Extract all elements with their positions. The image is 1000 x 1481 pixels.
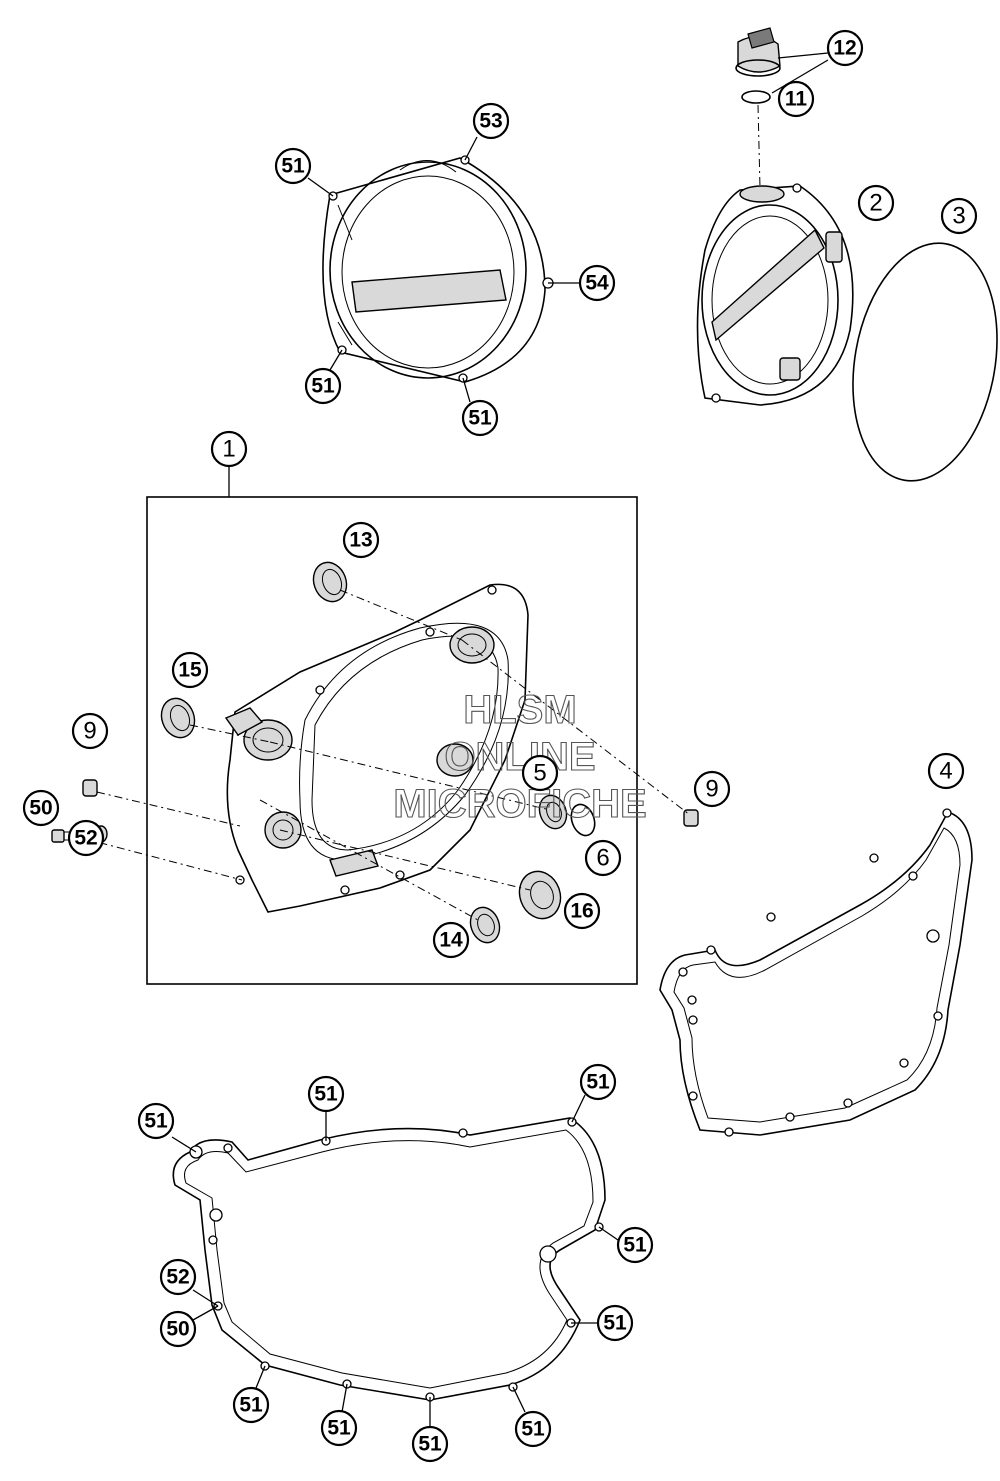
svg-text:51: 51 (468, 407, 492, 430)
svg-text:52: 52 (74, 827, 97, 850)
callout-51-gasket-7: 51 (411, 1425, 449, 1463)
callout-51-gasket-3: 51 (579, 1063, 617, 1101)
callout-51-gasket-4: 51 (616, 1226, 654, 1264)
o-ring-11 (741, 90, 771, 104)
callout-15: 15 (171, 651, 209, 689)
callout-54: 54 (578, 264, 616, 302)
callout-51-gasket-1: 51 (137, 1102, 175, 1140)
outer-clutch-cover (322, 155, 554, 383)
svg-text:13: 13 (349, 529, 372, 552)
callout-11: 11 (777, 80, 815, 118)
leader-lines (171, 52, 829, 1428)
svg-text:16: 16 (570, 900, 593, 923)
svg-text:50: 50 (29, 797, 52, 820)
svg-text:51: 51 (144, 1110, 168, 1133)
svg-text:51: 51 (314, 1083, 338, 1106)
svg-text:15: 15 (178, 659, 202, 682)
callout-53: 53 (472, 102, 510, 140)
svg-text:51: 51 (623, 1234, 647, 1257)
watermark: HLSM ONLINE MICROFICHE (393, 687, 647, 826)
svg-text:9: 9 (83, 718, 96, 745)
callout-13: 13 (342, 521, 380, 559)
svg-text:51: 51 (311, 375, 335, 398)
callout-3: 3 (940, 197, 978, 235)
callout-5: 5 (521, 754, 559, 792)
clutch-cover-1-housing (224, 583, 529, 913)
svg-text:14: 14 (439, 929, 463, 952)
callout-16: 16 (563, 892, 601, 930)
dowel-pin-9-right (683, 809, 699, 827)
dowel-pin-9-left (82, 779, 98, 797)
svg-text:50: 50 (166, 1318, 189, 1341)
callout-51-gasket-5: 51 (596, 1304, 634, 1342)
svg-text:53: 53 (479, 110, 502, 133)
callout-52-bottom: 52 (159, 1258, 197, 1296)
callout-9-left: 9 (71, 712, 109, 750)
callout-9-right: 9 (693, 770, 731, 808)
seal-13 (312, 561, 348, 603)
svg-text:6: 6 (596, 845, 609, 872)
assembly-box-1 (146, 496, 638, 985)
callout-51-gasket-6: 51 (514, 1410, 552, 1448)
svg-text:4: 4 (939, 758, 952, 785)
svg-text:51: 51 (586, 1071, 610, 1094)
callout-14: 14 (432, 921, 470, 959)
svg-text:9: 9 (705, 776, 718, 803)
svg-text:51: 51 (281, 155, 305, 178)
assembly-lines (81, 589, 691, 921)
svg-text:1: 1 (222, 436, 235, 463)
assembly-line-oil-plug (757, 104, 761, 189)
callout-51-cover-left: 51 (304, 367, 342, 405)
svg-text:51: 51 (418, 1433, 442, 1456)
svg-text:51: 51 (603, 1312, 627, 1335)
svg-text:3: 3 (952, 203, 965, 230)
svg-text:2: 2 (869, 190, 882, 217)
o-ring-3 (852, 242, 998, 482)
svg-text:52: 52 (166, 1266, 189, 1289)
callout-51-gasket-9: 51 (232, 1386, 270, 1424)
callout-51-cover-top: 51 (274, 147, 312, 185)
svg-text:54: 54 (585, 272, 609, 295)
circlip-6 (570, 803, 596, 837)
callout-12: 12 (826, 29, 864, 67)
svg-text:5: 5 (533, 760, 546, 787)
callout-51-gasket-2: 51 (307, 1075, 345, 1113)
svg-text:51: 51 (327, 1417, 351, 1440)
bearing-16 (518, 870, 562, 920)
svg-text:51: 51 (521, 1418, 545, 1441)
seal-14 (469, 906, 501, 944)
gasket-4 (659, 808, 973, 1137)
svg-text:12: 12 (833, 37, 856, 60)
callout-50-bottom: 50 (159, 1310, 197, 1348)
oil-filler-plug (735, 27, 781, 77)
callout-52-left: 52 (67, 819, 105, 857)
gasket-bottom (172, 1117, 606, 1402)
clutch-cover-2 (696, 183, 854, 406)
callout-4: 4 (927, 752, 965, 790)
callout-51-cover-bottom: 51 (461, 399, 499, 437)
seal-15 (160, 697, 196, 739)
watermark-line-1: HLSM (463, 688, 576, 732)
bearing-5 (538, 794, 568, 830)
watermark-line-2: ONLINE (444, 735, 595, 779)
callout-51-gasket-8: 51 (320, 1409, 358, 1447)
callout-6: 6 (584, 839, 622, 877)
callout-50-left: 50 (22, 789, 60, 827)
callout-1: 1 (210, 430, 248, 468)
svg-text:51: 51 (239, 1394, 263, 1417)
svg-text:11: 11 (785, 88, 808, 111)
watermark-line-3: MICROFICHE (393, 782, 646, 826)
callout-2: 2 (857, 184, 895, 222)
